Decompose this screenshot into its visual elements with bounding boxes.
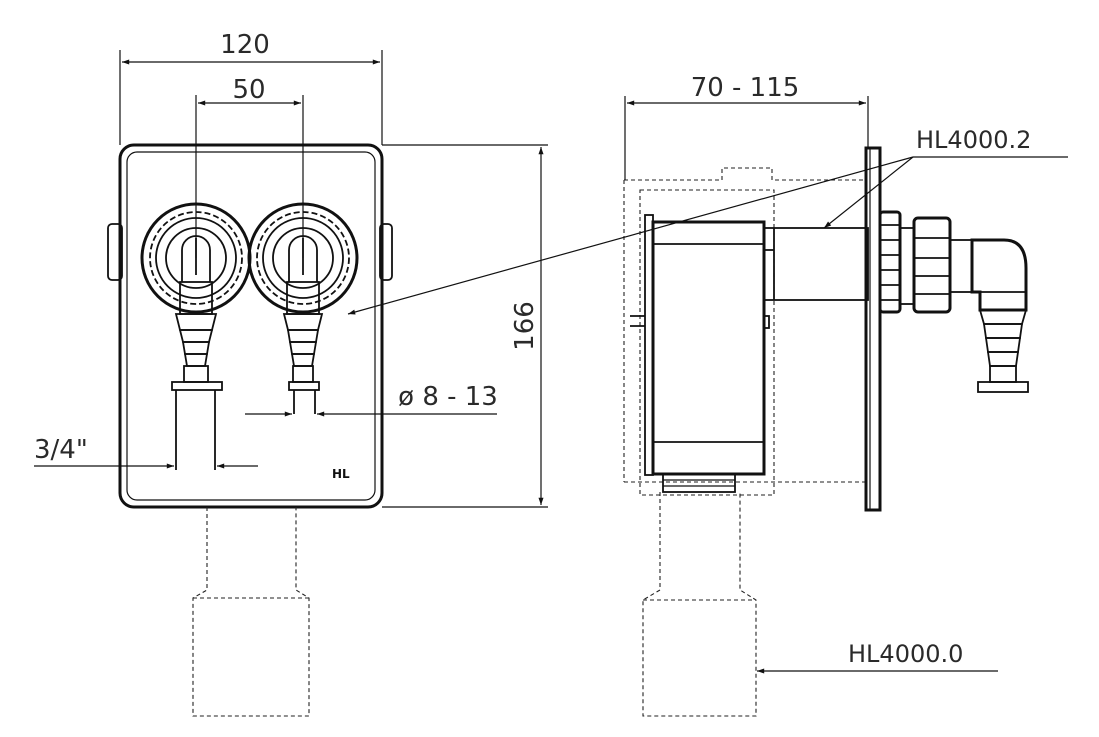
body-part-label: HL4000.0 (848, 640, 963, 668)
height-dimension: 166 (510, 301, 540, 351)
spacing-dimension: 50 (232, 75, 265, 105)
right-valve (247, 202, 359, 414)
right-mount-ear (379, 223, 393, 281)
depth-dimension: 70 - 115 (691, 73, 800, 103)
front-housing (118, 143, 384, 509)
logo-text: HL (332, 467, 350, 481)
side-view (623, 146, 1029, 717)
left-mount-ear (107, 223, 123, 281)
dashed-install-box-top (624, 167, 866, 181)
side-valve-nut (878, 210, 973, 314)
side-elbow-outlet (970, 238, 1029, 393)
front-housing-inner (126, 151, 376, 501)
side-flange-plate (864, 146, 882, 512)
left-valve (140, 202, 252, 470)
hose-diameter-dimension: ø 8 - 13 (398, 382, 498, 412)
front-drain-pipe (192, 507, 310, 717)
front-dimensions: 120 50 166 ø 8 - 13 3/4" (34, 30, 548, 508)
thread-size-dimension: 3/4" (34, 435, 88, 465)
side-drain-pipe (642, 473, 757, 717)
side-body (651, 220, 766, 476)
side-dimensions: 70 - 115 HL4000.2 HL4000.0 (347, 73, 1068, 674)
width-dimension: 120 (220, 30, 270, 60)
side-connector-tube (763, 227, 869, 301)
cover-part-label: HL4000.2 (916, 126, 1031, 154)
front-view: HL (107, 143, 393, 717)
